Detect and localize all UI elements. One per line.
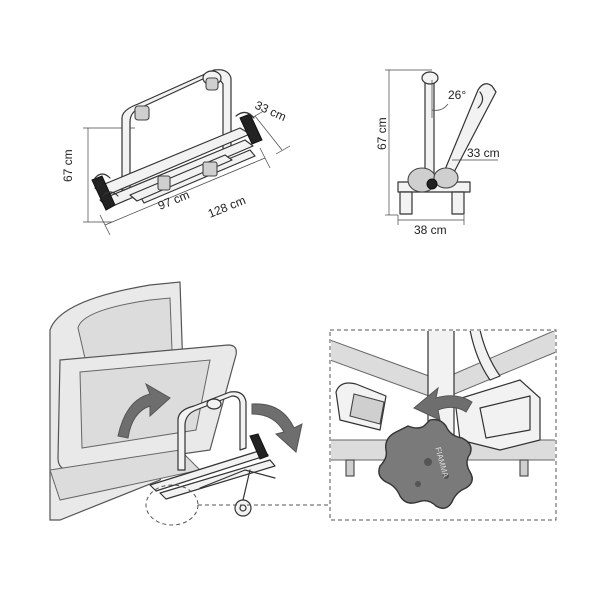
rack-side-view: 67 cm 26° 33 cm 38 cm bbox=[375, 69, 500, 237]
height-label: 67 cm bbox=[61, 149, 75, 182]
side-base-label: 38 cm bbox=[414, 223, 447, 237]
total-width-label: 128 cm bbox=[206, 193, 248, 221]
total-width-dimension-line bbox=[99, 147, 271, 236]
rack-perspective-view: 67 cm 33 cm 97 cm 128 cm bbox=[61, 69, 291, 236]
knob-detail-view: FIAMMA bbox=[329, 329, 557, 521]
detail-frame bbox=[329, 329, 557, 521]
side-arm-label: 33 cm bbox=[467, 146, 500, 160]
side-height-label: 67 cm bbox=[375, 117, 389, 150]
side-angle-label: 26° bbox=[448, 88, 466, 102]
car-rear-view bbox=[49, 281, 330, 526]
